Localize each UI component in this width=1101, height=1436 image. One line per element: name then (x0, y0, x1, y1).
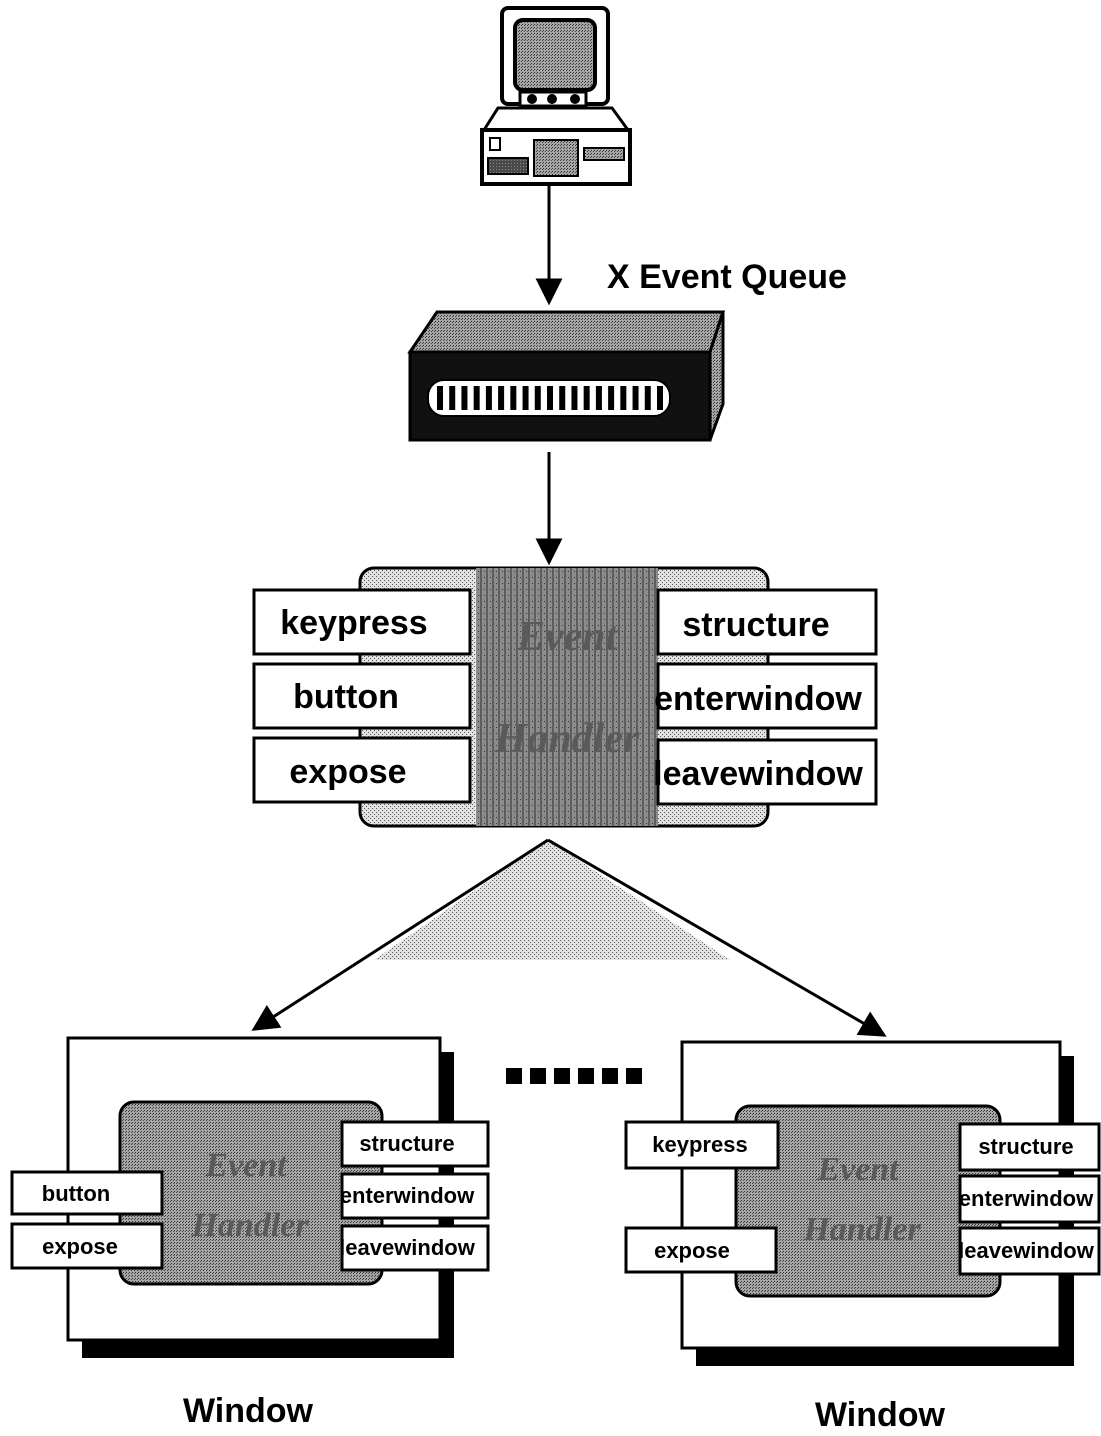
queue-slot (523, 386, 529, 410)
queue-slot (633, 386, 639, 410)
central-event-button: button (293, 678, 399, 716)
central-event-keypress: keypress (280, 604, 427, 642)
queue-slot (608, 386, 614, 410)
central-event-structure: structure (682, 606, 829, 644)
queue-slot (437, 386, 443, 410)
right-window-event-expose: expose (654, 1238, 730, 1263)
central-handler-text-2: Handler (494, 716, 640, 762)
dispatch-fan (256, 840, 882, 1034)
window-left: Event Handler button expose structure en… (12, 1038, 488, 1358)
right-window-event-enterwindow: enterwindow (959, 1186, 1094, 1211)
queue-slot (535, 386, 541, 410)
queue-slot (571, 386, 577, 410)
event-queue-icon (410, 312, 723, 440)
left-window-event-expose: expose (42, 1234, 118, 1259)
queue-slot (584, 386, 590, 410)
queue-slot (474, 386, 480, 410)
queue-slot (449, 386, 455, 410)
central-event-handler: Event Handler keypress button expose str… (254, 568, 876, 826)
left-window-event-structure: structure (359, 1131, 454, 1156)
left-window-event-leavewindow: leavewindow (339, 1235, 476, 1260)
queue-slot (620, 386, 626, 410)
left-window-handler-text-2: Handler (190, 1207, 309, 1244)
right-window-event-leavewindow: leavewindow (958, 1238, 1095, 1263)
left-window-event-enterwindow: enterwindow (340, 1183, 475, 1208)
central-handler-text-1: Event (516, 614, 619, 660)
left-window-handler-text-1: Event (204, 1147, 288, 1184)
right-window-label: Window (815, 1396, 946, 1434)
queue-slot (596, 386, 602, 410)
left-window-label: Window (183, 1392, 314, 1430)
left-window-event-button: button (42, 1181, 110, 1206)
queue-slot (510, 386, 516, 410)
right-window-handler-text-1: Event (816, 1151, 900, 1188)
queue-slot (657, 386, 663, 410)
central-event-leavewindow: leavewindow (653, 755, 863, 793)
right-window-event-structure: structure (978, 1134, 1073, 1159)
queue-slot (547, 386, 553, 410)
queue-slot (645, 386, 651, 410)
queue-slot (461, 386, 467, 410)
central-event-enterwindow: enterwindow (654, 680, 862, 718)
ellipsis-dots (506, 1068, 642, 1084)
queue-slot (559, 386, 565, 410)
queue-label: X Event Queue (607, 258, 847, 296)
queue-slot (498, 386, 504, 410)
central-event-expose: expose (289, 753, 406, 791)
window-right: Event Handler keypress expose structure … (626, 1042, 1099, 1366)
queue-slot (486, 386, 492, 410)
right-window-event-keypress: keypress (652, 1132, 747, 1157)
computer-icon (482, 8, 630, 184)
right-window-handler-text-2: Handler (802, 1211, 921, 1248)
